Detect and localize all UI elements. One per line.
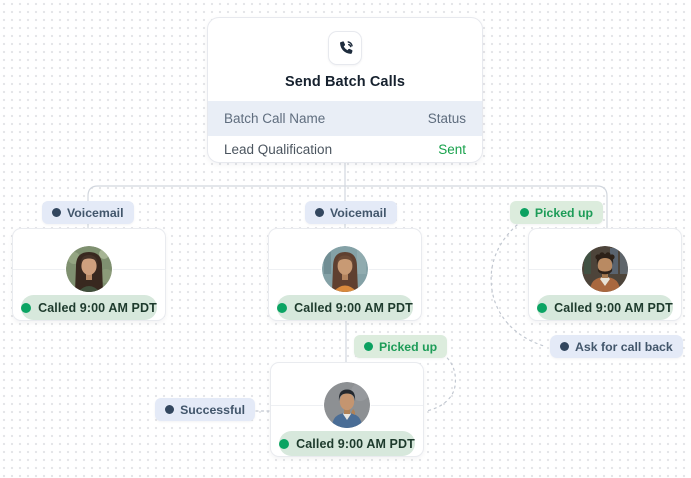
called-time-pill: Called 9:00 AM PDT: [21, 295, 157, 320]
batch-name-cell: Lead Qualification: [224, 141, 333, 157]
called-time-label: Called 9:00 AM PDT: [554, 300, 673, 315]
call-node-right[interactable]: Called 9:00 AM PDT: [528, 228, 682, 321]
badge-label: Successful: [180, 402, 245, 417]
badge-ask-for-call-back[interactable]: Ask for call back: [550, 335, 683, 358]
avatar-section: [13, 229, 165, 292]
col-status: Status: [427, 111, 466, 126]
badge-label: Ask for call back: [575, 339, 673, 354]
status-cell: Sent: [438, 141, 466, 157]
call-time-section: Called 9:00 AM PDT: [529, 270, 681, 320]
table-header-row: Batch Call Name Status: [208, 101, 482, 136]
navy-dot-icon: [315, 208, 324, 217]
table-row[interactable]: Lead Qualification Sent: [208, 136, 482, 162]
green-dot-icon: [277, 302, 288, 313]
green-dot-icon: [364, 342, 373, 351]
green-dot-icon: [537, 302, 548, 313]
call-node-bottom[interactable]: Called 9:00 AM PDT: [270, 362, 424, 457]
badge-voicemail-middle[interactable]: Voicemail: [305, 201, 397, 224]
node-title: Send Batch Calls: [284, 74, 406, 90]
badge-picked-up-bottom[interactable]: Picked up: [354, 335, 448, 358]
badge-label: Voicemail: [67, 205, 124, 220]
avatar-woman-long-dark-hair: [66, 246, 112, 292]
green-dot-icon: [519, 208, 529, 217]
call-node-middle[interactable]: Called 9:00 AM PDT: [268, 228, 422, 321]
col-batch-call-name: Batch Call Name: [224, 111, 326, 126]
badge-label: Picked up: [379, 339, 438, 354]
call-node-left[interactable]: Called 9:00 AM PDT: [12, 228, 166, 321]
called-time-label: Called 9:00 AM PDT: [296, 436, 415, 451]
navy-dot-icon: [165, 405, 175, 414]
badge-successful[interactable]: Successful: [155, 398, 255, 421]
called-time-label: Called 9:00 AM PDT: [38, 300, 157, 315]
send-batch-calls-node[interactable]: Send Batch Calls Batch Call Name Status …: [207, 17, 483, 163]
called-time-pill: Called 9:00 AM PDT: [537, 295, 673, 320]
badge-picked-up-right[interactable]: Picked up: [509, 201, 603, 224]
avatar-section: [271, 363, 423, 428]
green-dot-icon: [21, 302, 32, 313]
called-time-pill: Called 9:00 AM PDT: [279, 431, 415, 456]
call-time-section: Called 9:00 AM PDT: [269, 270, 421, 320]
avatar-man-dark-hair-denim-shirt: [324, 382, 370, 428]
navy-dot-icon: [52, 208, 61, 217]
navy-dot-icon: [560, 342, 569, 351]
avatar-woman-brown-hair-orange-top: [322, 246, 368, 292]
avatar-section: [529, 229, 681, 292]
call-time-section: Called 9:00 AM PDT: [271, 406, 423, 456]
green-dot-icon: [279, 438, 290, 449]
called-time-label: Called 9:00 AM PDT: [294, 300, 413, 315]
badge-label: Voicemail: [330, 205, 387, 220]
called-time-pill: Called 9:00 AM PDT: [277, 295, 413, 320]
badge-voicemail-left[interactable]: Voicemail: [42, 201, 134, 224]
phone-volume-icon: [328, 31, 362, 65]
avatar-man-curly-hair-rust-jacket: [582, 246, 628, 292]
avatar-section: [269, 229, 421, 292]
call-time-section: Called 9:00 AM PDT: [13, 270, 165, 320]
badge-label: Picked up: [534, 205, 593, 220]
